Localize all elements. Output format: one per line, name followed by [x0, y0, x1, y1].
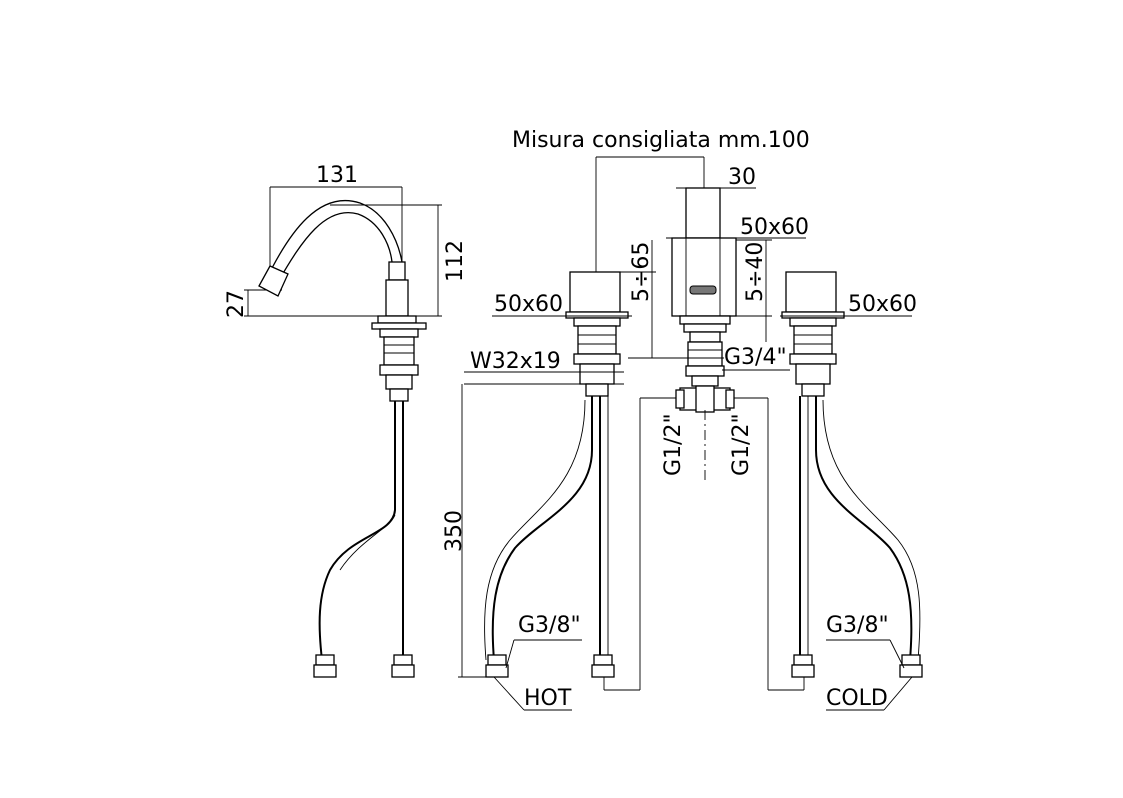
spout-base-label: 27: [224, 290, 249, 318]
outlet-left-label: G1/2": [661, 413, 686, 476]
cold-handle-assembly: 50x60 G3/8" COLD: [780, 271, 923, 711]
handle-left-adjust-label: 5÷65: [629, 242, 654, 302]
outlet-right-label: G1/2": [729, 413, 754, 476]
spout-assembly: 131 112 27: [224, 163, 468, 678]
body-size-label: 50x60: [740, 215, 809, 240]
handle-right-size-label: 50x60: [848, 292, 917, 317]
hose-length-label: 350: [442, 510, 467, 552]
nut-size-label: W32x19: [470, 349, 561, 374]
hot-handle-assembly: 50x60 5÷65 W32x19 350 G3/8" HOT: [442, 156, 704, 711]
hose-thread-hot-label: G3/8": [518, 613, 581, 638]
hose-thread-cold-label: G3/8": [826, 613, 889, 638]
cold-label: COLD: [826, 686, 888, 711]
stem-size-label: 30: [728, 165, 756, 190]
spout-width-label: 131: [316, 163, 358, 188]
center-body-assembly: Misura consigliata mm.100 30 50x60 5÷40 …: [512, 128, 810, 691]
body-thread-label: G3/4": [724, 345, 787, 370]
recommended-measure-label: Misura consigliata mm.100: [512, 128, 810, 153]
hot-label: HOT: [524, 686, 572, 711]
handle-left-size-label: 50x60: [494, 292, 563, 317]
spout-height-label: 112: [443, 240, 468, 282]
body-adjust-label: 5÷40: [743, 242, 768, 302]
